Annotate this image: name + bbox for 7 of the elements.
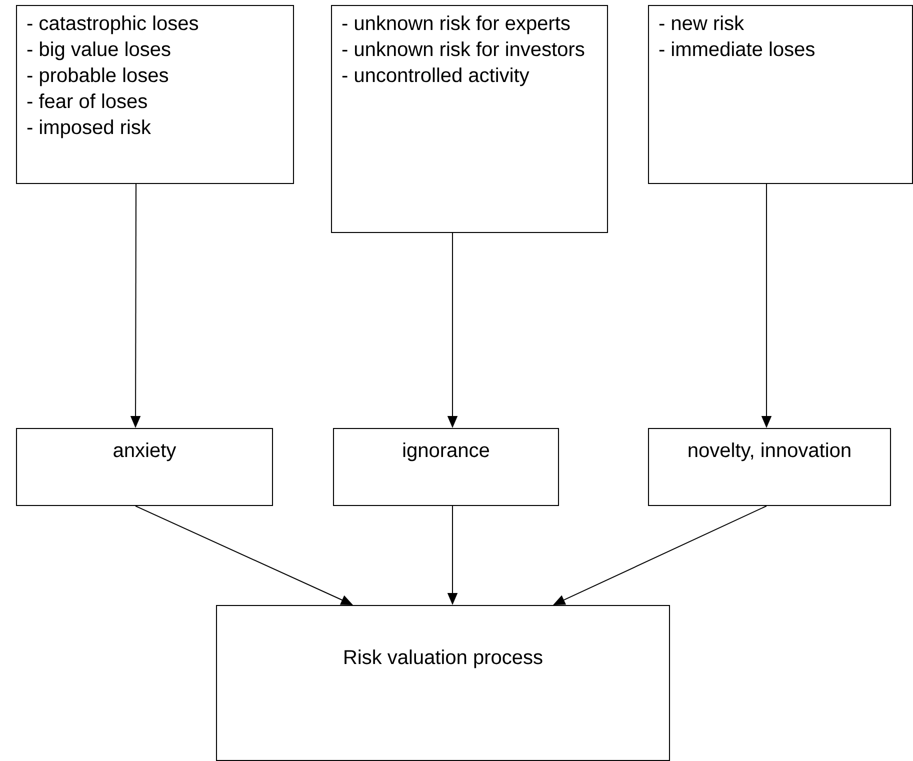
text-box: - catastrophic loses - big value loses - probable loses - fear of loses - imposed risk: [16, 5, 294, 184]
text-box: anxiety: [16, 428, 273, 506]
text-box: - new risk - immediate loses: [648, 5, 913, 184]
text-box: novelty, innovation: [648, 428, 891, 506]
text-box: - unknown risk for experts - unknown risk for investors - uncontrolled activity: [331, 5, 608, 233]
text-box: Risk valuation process: [216, 605, 670, 761]
text-box: ignorance: [333, 428, 559, 506]
